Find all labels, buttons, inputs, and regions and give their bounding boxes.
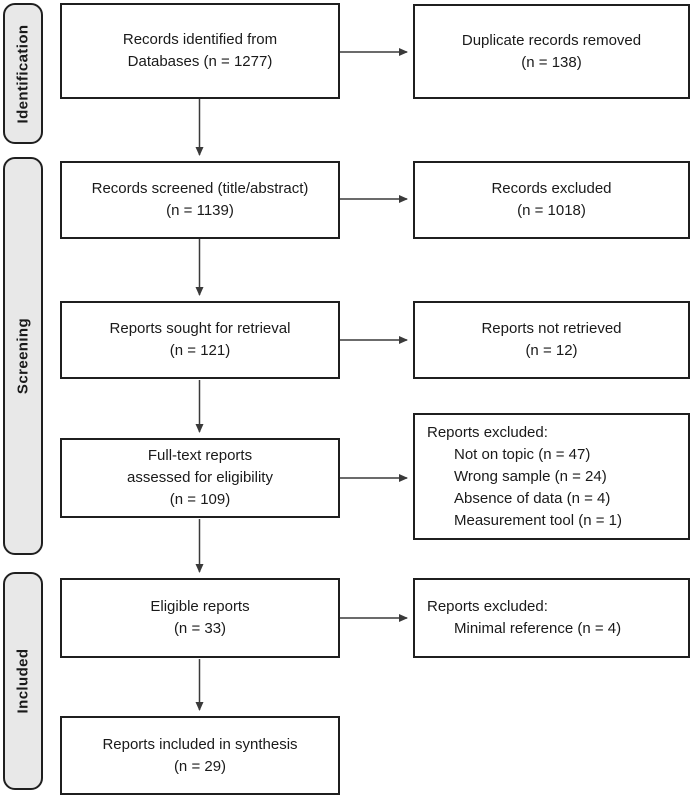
box-text-line: (n = 29)	[173, 757, 227, 775]
box-text-line: (n = 1018)	[517, 202, 586, 219]
flow-box-duplicates-removed: Duplicate records removed (n = 138)	[413, 4, 690, 99]
flow-box-records-identified: Records identified from Databases (n = 1…	[60, 3, 340, 99]
box-text-line: (n = 33)	[173, 620, 227, 637]
box-text-line: Records identified from	[122, 31, 278, 48]
box-text-line: (n = 138)	[521, 53, 582, 71]
flow-box-reports-sought: Reports sought for retrieval (n = 121)	[60, 301, 340, 379]
exclusion-reason: Minimal reference (n = 4)	[454, 620, 622, 637]
box-text-line: Reports not retrieved	[481, 320, 622, 337]
stage-label-included: Included	[3, 572, 43, 790]
box-text-line: Databases (n = 1277)	[127, 53, 273, 70]
box-text-line: Full-text reports	[147, 447, 253, 464]
stage-label-identification: Identification	[3, 3, 43, 144]
flow-box-eligible-excluded: Reports excluded: Minimal reference (n =…	[413, 578, 690, 658]
box-text-line: assessed for eligibility	[127, 469, 273, 486]
box-text-line: (n = 1139)	[166, 202, 234, 219]
box-text-line: Duplicate records removed	[461, 31, 642, 49]
flow-box-included-synthesis: Reports included in synthesis (n = 29)	[60, 716, 340, 795]
box-text-line: Reports sought for retrieval	[109, 320, 291, 337]
flow-box-fulltext-assessed: Full-text reports assessed for eligibili…	[60, 438, 340, 518]
exclusion-reason: Measurement tool (n = 1)	[454, 511, 622, 529]
box-text-heading: Reports excluded:	[427, 423, 548, 441]
flow-box-reports-not-retrieved: Reports not retrieved (n = 12)	[413, 301, 690, 379]
stage-label-text: Identification	[14, 24, 32, 123]
box-text-line: (n = 109)	[169, 491, 231, 508]
box-text-line: (n = 12)	[525, 342, 578, 359]
stage-label-screening: Screening	[3, 157, 43, 555]
flow-box-records-screened: Records screened (title/abstract) (n = 1…	[60, 161, 340, 239]
flow-box-fulltext-excluded: Reports excluded: Not on topic (n = 47) …	[413, 413, 690, 540]
box-text-line: (n = 121)	[169, 342, 231, 359]
box-text-line: Reports included in synthesis	[102, 735, 298, 753]
box-text-line: Records excluded	[491, 180, 612, 197]
flow-box-eligible-reports: Eligible reports (n = 33)	[60, 578, 340, 658]
exclusion-reason: Not on topic (n = 47)	[454, 445, 591, 463]
stage-label-text: Screening	[14, 317, 32, 395]
flow-box-records-excluded: Records excluded (n = 1018)	[413, 161, 690, 239]
box-text-line: Eligible reports	[150, 598, 250, 615]
box-text-line: Records screened (title/abstract)	[91, 180, 309, 197]
stage-label-text: Included	[14, 648, 32, 714]
exclusion-reason: Wrong sample (n = 24)	[454, 467, 607, 485]
exclusion-reason: Absence of data (n = 4)	[454, 489, 611, 507]
box-text-heading: Reports excluded:	[427, 598, 548, 615]
